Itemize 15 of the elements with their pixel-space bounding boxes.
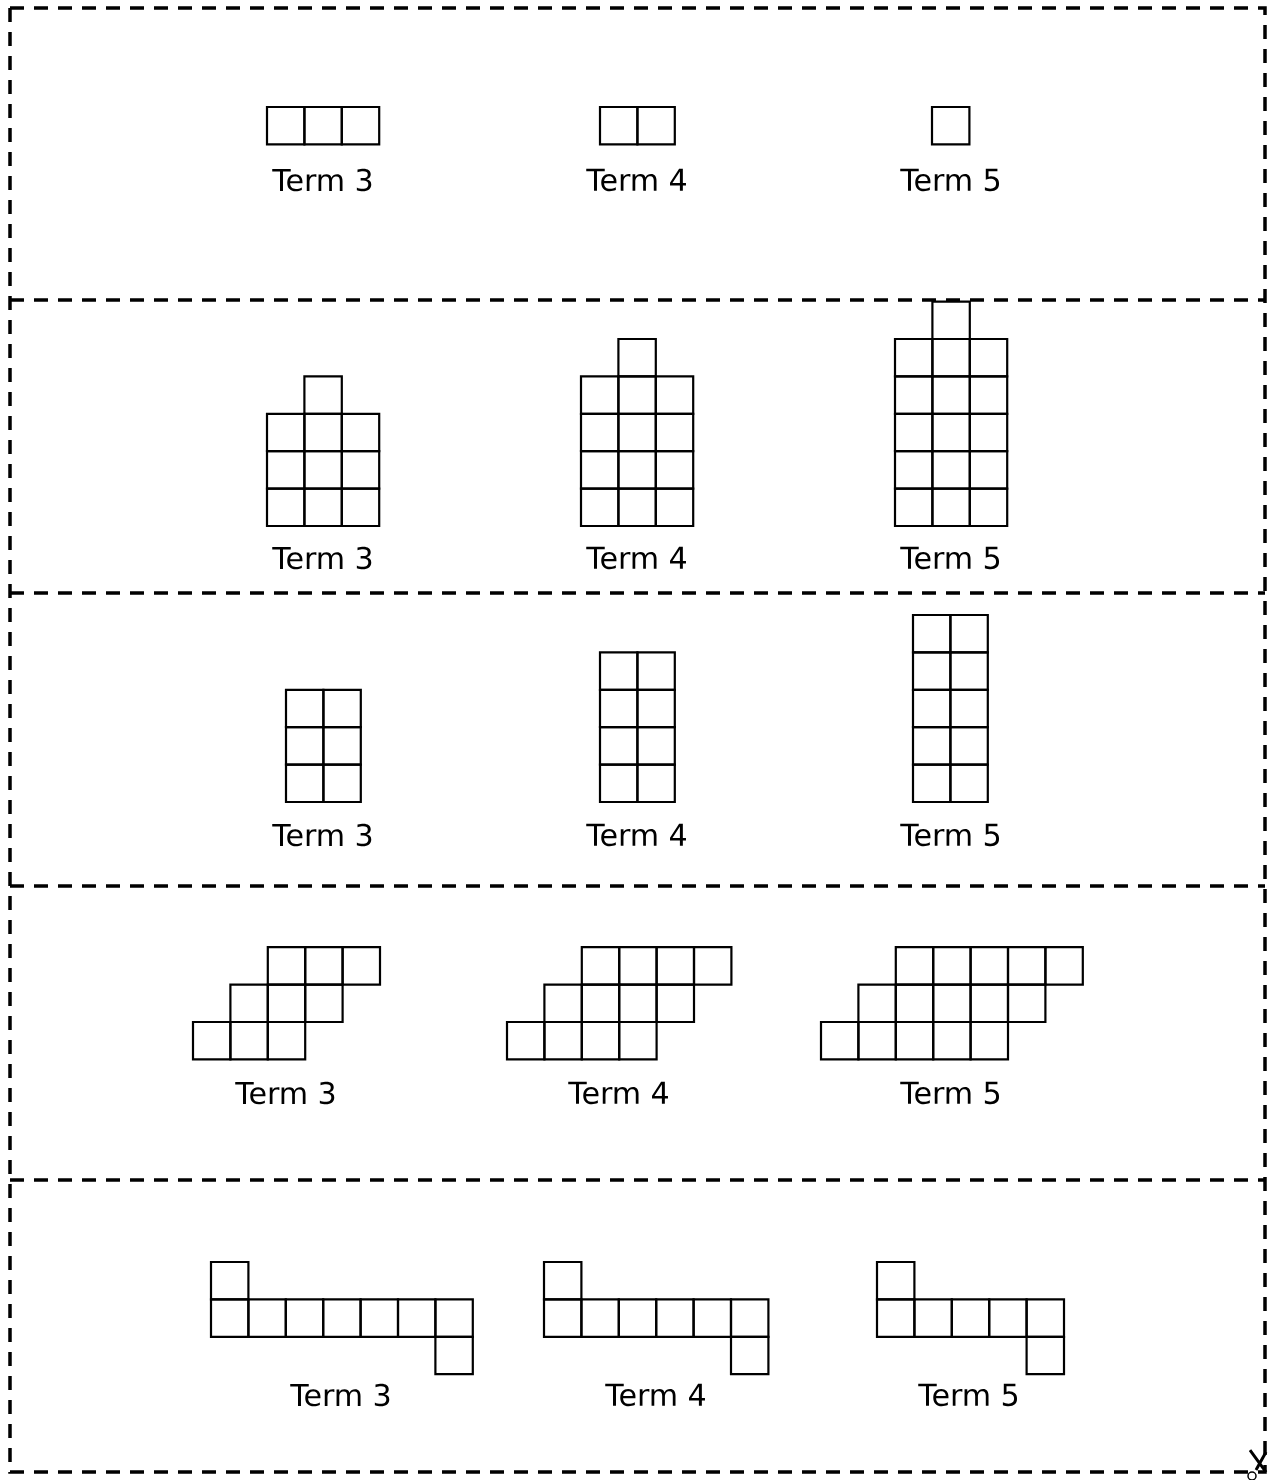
term-label: Term 5 [900, 168, 1000, 192]
term-label: Term 3 [290, 1383, 390, 1407]
term-label: Term 5 [900, 546, 1000, 570]
term-label: Term 4 [586, 546, 686, 570]
term-label: Term 4 [586, 168, 686, 192]
term-label: Term 3 [272, 168, 372, 192]
term-label: Term 5 [900, 823, 1000, 847]
term-label: Term 5 [900, 1081, 1000, 1105]
term-label: Term 4 [568, 1081, 668, 1105]
term-label: Term 3 [272, 546, 372, 570]
term-label: Term 4 [586, 823, 686, 847]
term-label: Term 3 [235, 1081, 335, 1105]
term-label: Term 4 [605, 1383, 705, 1407]
term-label: Term 5 [918, 1383, 1018, 1407]
term-label: Term 3 [272, 823, 372, 847]
